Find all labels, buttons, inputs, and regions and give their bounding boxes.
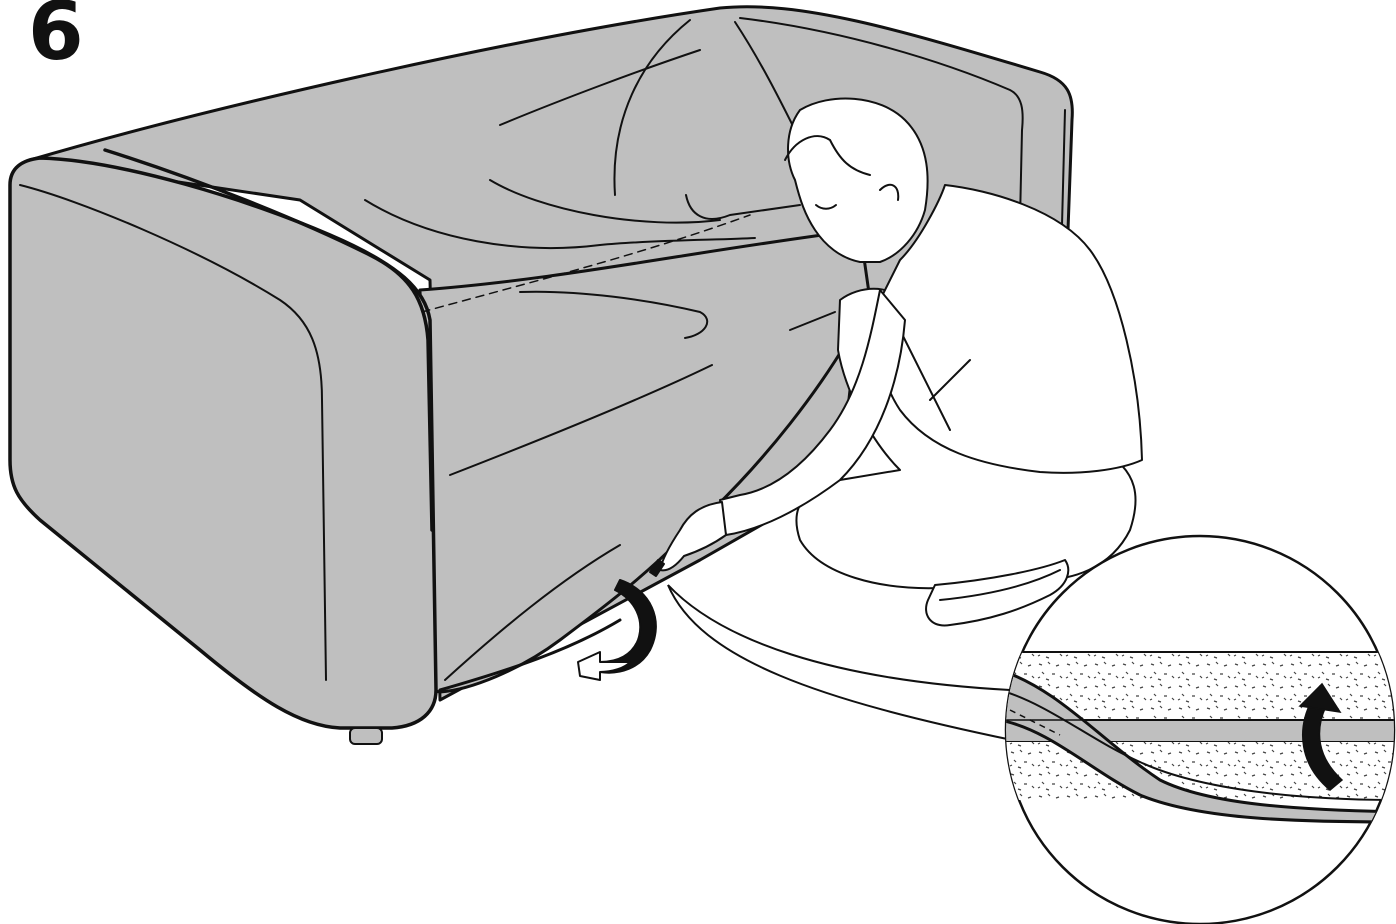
- step-number: 6: [28, 0, 82, 72]
- sofa-leg: [350, 728, 382, 744]
- detail-circle: [1000, 536, 1396, 924]
